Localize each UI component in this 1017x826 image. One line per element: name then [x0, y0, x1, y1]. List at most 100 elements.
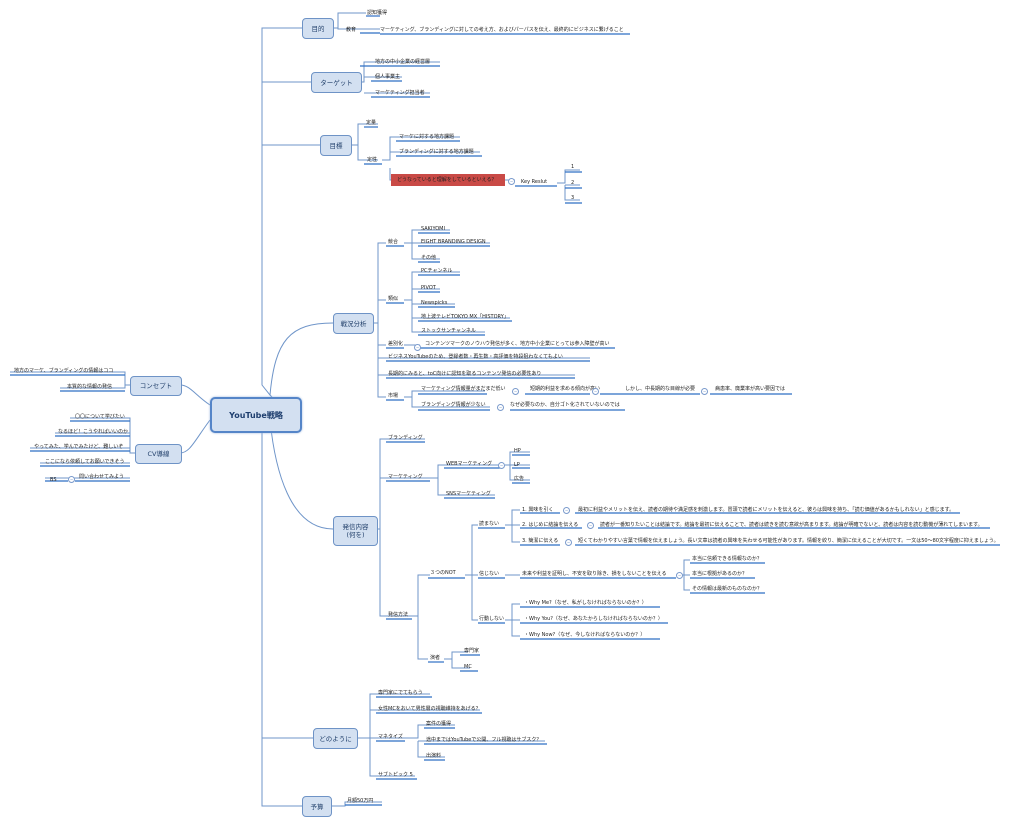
leaf-sns-marketing[interactable]: SNSマーケティング	[446, 491, 491, 497]
topic-content[interactable]: 発信内容 (何を)	[333, 516, 378, 546]
leaf-why-needed[interactable]: なぜ必要なのか、自分ゴト化されていないのでは	[510, 402, 620, 408]
leaf-target-marketer[interactable]: マーケティング担当者	[375, 90, 425, 96]
leaf-monetize[interactable]: マネタイズ	[378, 734, 403, 740]
leaf-quant[interactable]: 定量	[366, 120, 377, 126]
topic-how[interactable]: どのように	[313, 728, 358, 749]
leaf-appearance-fee[interactable]: 出演料	[426, 753, 442, 759]
leaf-long-term[interactable]: 長期的にみると、toC向けに認知を取るコンテンツ発信の必要性あり	[388, 371, 542, 377]
topic-budget[interactable]: 予算	[302, 796, 332, 817]
leaf-kr-1[interactable]: 1	[571, 164, 575, 170]
leaf-similar[interactable]: 類似	[388, 296, 399, 302]
leaf-concise[interactable]: 3. 簡潔に伝える	[522, 538, 559, 544]
leaf-why-you[interactable]: ・Why You?（なぜ、あなたからしなければならないのか？）	[524, 616, 663, 622]
leaf-other[interactable]: その他	[421, 255, 437, 261]
leaf-not-act[interactable]: 行動しない	[479, 616, 505, 622]
leaf-evidence[interactable]: 本当に根拠があるのか？	[692, 571, 748, 577]
leaf-branding[interactable]: ブランディング	[388, 435, 423, 441]
leaf-concise-detail[interactable]: 短くてわかりやすい言葉で情報を伝えましょう。長い文章は読者の興味を失わせる可能性…	[578, 538, 999, 544]
leaf-stock-san[interactable]: ストックサンチャンネル	[421, 328, 476, 334]
collapse-toggle-icon[interactable]: −	[512, 388, 519, 395]
leaf-education[interactable]: 教育	[346, 27, 357, 33]
collapse-toggle-icon[interactable]: −	[701, 388, 708, 395]
leaf-diff-detail[interactable]: コンテンツマークのノウハウ発信が多く、地方中小企業にとっては参入障壁が高い	[425, 341, 610, 347]
leaf-short-term[interactable]: 短期的利益を求める傾向が高い	[530, 386, 601, 392]
leaf-conclusion-first[interactable]: 2. はじめに結論を伝える	[522, 522, 579, 528]
leaf-target-smb[interactable]: 地方の中小企業の経営層	[375, 59, 431, 65]
topic-mokuteki[interactable]: 目的	[302, 18, 334, 39]
leaf-cv-request[interactable]: ここになら依頼してお願いできそう	[45, 459, 125, 465]
leaf-performers[interactable]: 演者	[430, 655, 441, 661]
leaf-trustworthy[interactable]: 本当に信頼できる情報なのか？	[692, 556, 762, 562]
leaf-market[interactable]: 市場	[388, 393, 399, 399]
highlighted-question[interactable]: どうなっていると理解をしているといえる？	[391, 174, 505, 186]
leaf-delivery-method[interactable]: 発信方法	[388, 612, 409, 618]
leaf-awareness[interactable]: 認知獲得	[367, 10, 388, 16]
root-node[interactable]: YouTube戦略	[210, 397, 302, 433]
leaf-marketing[interactable]: マーケティング	[388, 474, 423, 480]
leaf-education-detail[interactable]: マーケティング、ブランディングに対しての考え方、およびパーパスを伝え、最終的にビ…	[380, 27, 624, 33]
leaf-closure-rate[interactable]: 病患率、廃業率が高い要因では	[715, 386, 786, 392]
leaf-pc-channel[interactable]: PCチャンネル	[421, 268, 453, 274]
collapse-toggle-icon[interactable]: −	[563, 507, 570, 514]
collapse-toggle-icon[interactable]: −	[565, 539, 572, 546]
leaf-target-sole[interactable]: 個人事業主	[375, 74, 401, 80]
leaf-why-me[interactable]: ・Why Me?（なぜ、私がしなければならないのか？）	[524, 600, 647, 606]
leaf-invite-expert[interactable]: 専門家にでてもらう	[378, 690, 423, 696]
topic-goal[interactable]: 目標	[320, 135, 352, 156]
leaf-why-now[interactable]: ・Why Now?（なぜ、今しなければならないのか？）	[524, 632, 646, 638]
leaf-conclusion-detail[interactable]: 読者が一番知りたいことは結論です。結論を最初に伝えることで、読者は続きを読む意欲…	[600, 522, 983, 528]
leaf-marketing-issue[interactable]: マーケに対する地方課題	[399, 134, 455, 140]
leaf-differentiation[interactable]: 差別化	[388, 341, 404, 347]
collapse-toggle-icon[interactable]: −	[497, 404, 504, 411]
leaf-branding-issue[interactable]: ブランディングに対する地方課題	[399, 149, 474, 155]
leaf-expert[interactable]: 専門家	[464, 648, 480, 654]
leaf-latest[interactable]: その情報は最新のものなのか？	[692, 586, 763, 592]
leaf-concept-essential[interactable]: 本質的な情報の発信	[67, 384, 113, 390]
leaf-subtopic-5[interactable]: サブトピック 5	[378, 772, 413, 778]
collapse-toggle-icon[interactable]: −	[592, 388, 599, 395]
leaf-three-nots[interactable]: ３つのNOT	[430, 570, 456, 576]
leaf-attract-detail[interactable]: 最初に利益やメリットを伝え、読者の期待や満足感を刺激します。冒頭で読者にメリット…	[578, 507, 955, 513]
leaf-concept-local[interactable]: 地方のマーケ、ブランディングの情報はココ	[14, 368, 114, 374]
leaf-attract-interest[interactable]: 1. 興味を引く	[522, 507, 554, 513]
leaf-kr-3[interactable]: 3	[571, 195, 575, 201]
leaf-key-result[interactable]: Key Reslut	[521, 179, 548, 185]
leaf-web-marketing[interactable]: WEBマーケティング	[446, 461, 493, 467]
leaf-cv-bs[interactable]: BS	[50, 477, 57, 483]
leaf-kr-2[interactable]: 2	[571, 180, 575, 186]
leaf-hp[interactable]: HP	[514, 448, 521, 454]
collapse-toggle-icon[interactable]: −	[587, 522, 594, 529]
topic-concept[interactable]: コンセプト	[130, 376, 182, 396]
leaf-lp[interactable]: LP	[514, 462, 520, 468]
leaf-female-mc[interactable]: 女性MCをおいて男性層の視聴維持をあげる？	[378, 706, 481, 712]
collapse-toggle-icon[interactable]: −	[676, 572, 683, 579]
topic-analysis[interactable]: 戦況分析	[333, 313, 374, 334]
leaf-sakiyomi[interactable]: SAKIYOMI	[421, 226, 445, 232]
leaf-cv-difficult[interactable]: やってみた、学んでみたけど、難しいぞ	[34, 444, 124, 450]
topic-target[interactable]: ターゲット	[311, 72, 362, 93]
topic-cv[interactable]: CV導線	[135, 444, 182, 464]
leaf-business-youtube[interactable]: ビジネスYouTubeのため、登録者数・再生数・高評価を特段狙わなくてもよい	[388, 354, 563, 360]
leaf-cv-understand[interactable]: なるほど！こうやればいいのか	[58, 429, 129, 435]
leaf-eight-branding[interactable]: EIGHT BRANDING DESIGN	[421, 239, 486, 245]
collapse-toggle-icon[interactable]: −	[68, 476, 75, 483]
leaf-qual[interactable]: 定性	[367, 157, 378, 163]
leaf-cv-contact[interactable]: 問い合わせてみよう	[79, 474, 125, 480]
leaf-newspicks[interactable]: Newspicks	[421, 300, 448, 306]
leaf-branding-info-low[interactable]: ブランディング情報が少ない	[421, 402, 486, 408]
leaf-not-read[interactable]: 読まない	[479, 521, 500, 527]
leaf-ads[interactable]: 広告	[514, 476, 525, 482]
leaf-monthly-budget[interactable]: 月額50万円	[347, 798, 374, 804]
leaf-not-believe[interactable]: 信じない	[479, 571, 500, 577]
leaf-long-view[interactable]: しかし、中長期的な目線が必要	[625, 386, 696, 392]
leaf-prove-future[interactable]: 未来や利益を証明し、不安を取り除き、損をしないことを伝える	[522, 571, 667, 577]
leaf-mc[interactable]: MC	[464, 664, 472, 670]
collapse-toggle-icon[interactable]: −	[414, 344, 421, 351]
leaf-cv-learn[interactable]: 〇〇について学びたい	[75, 414, 125, 420]
leaf-tokyo-mx[interactable]: 地上波テレビTOKYO MX「HISTORY」	[421, 314, 509, 320]
leaf-competitors[interactable]: 競合	[388, 239, 399, 245]
leaf-subscription[interactable]: 途中まではYouTubeで公開、フル視聴はサブスク？	[426, 737, 542, 743]
collapse-toggle-icon[interactable]: −	[498, 462, 505, 469]
leaf-market-info-low[interactable]: マーケティング情報量がまだまだ低い	[421, 386, 506, 392]
leaf-pivot[interactable]: PIVOT	[421, 285, 436, 291]
